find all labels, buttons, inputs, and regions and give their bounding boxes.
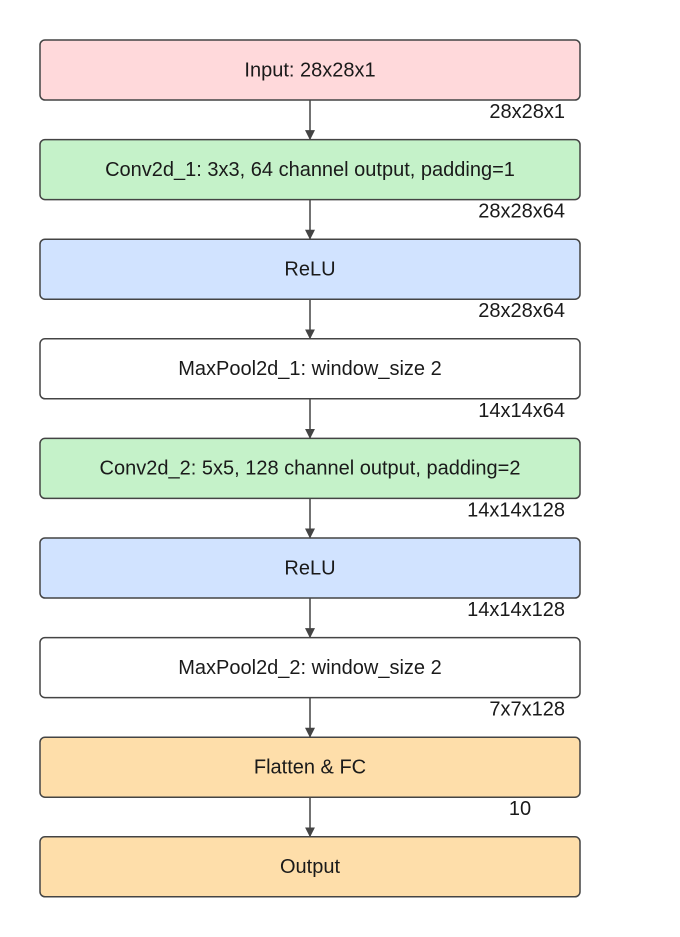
node-pool1: MaxPool2d_1: window_size 2 — [39, 338, 581, 400]
edge-fc-to-output: 10 — [305, 797, 531, 838]
node-label-conv2: Conv2d_2: 5x5, 128 channel output, paddi… — [100, 458, 521, 480]
node-pool2: MaxPool2d_2: window_size 2 — [39, 636, 581, 699]
node-fc: Flatten & FC — [39, 736, 581, 798]
node-label-fc: Flatten & FC — [254, 756, 366, 778]
edge-relu1-to-pool1: 28x28x64 — [305, 299, 565, 340]
node-box-relu2 — [39, 537, 581, 599]
node-box-output — [39, 836, 581, 898]
edge-pool1-to-conv2: 14x14x64 — [305, 398, 565, 439]
node-relu1: ReLU — [39, 238, 581, 300]
edge-label: 28x28x64 — [478, 300, 565, 322]
edge-label: 10 — [509, 798, 531, 820]
edges-layer: 28x28x1 28x28x64 28x28x64 14x14x64 14x14x128… — [305, 100, 565, 838]
node-box-fc — [39, 736, 581, 798]
edge-pool2-to-fc: 7x7x128 — [305, 697, 565, 738]
edge-label: 28x28x64 — [478, 201, 565, 223]
node-conv1: Conv2d_1: 3x3, 64 channel output, paddin… — [39, 138, 581, 201]
node-box-conv1 — [39, 138, 581, 201]
node-box-input — [39, 39, 581, 101]
node-relu2: ReLU — [39, 537, 581, 599]
node-input: Input: 28x28x1 — [39, 39, 581, 101]
node-conv2: Conv2d_2: 5x5, 128 channel output, paddi… — [39, 437, 581, 500]
node-label-relu1: ReLU — [284, 258, 335, 280]
edge-label: 14x14x64 — [478, 400, 565, 422]
edge-conv2-to-relu2: 14x14x128 — [305, 498, 565, 539]
edge-input-to-conv1: 28x28x1 — [305, 100, 565, 141]
node-label-pool2: MaxPool2d_2: window_size 2 — [178, 657, 442, 679]
node-output: Output — [39, 836, 581, 898]
edge-label: 28x28x1 — [489, 101, 565, 123]
edge-conv1-to-relu1: 28x28x64 — [305, 199, 565, 240]
node-box-pool1 — [39, 338, 581, 400]
node-label-relu2: ReLU — [284, 557, 335, 579]
node-label-conv1: Conv2d_1: 3x3, 64 channel output, paddin… — [105, 159, 515, 181]
node-label-output: Output — [280, 856, 340, 878]
edge-label: 14x14x128 — [467, 499, 565, 521]
edge-label: 14x14x128 — [467, 599, 565, 621]
node-box-pool2 — [39, 636, 581, 699]
node-box-relu1 — [39, 238, 581, 300]
node-box-conv2 — [39, 437, 581, 500]
edge-label: 7x7x128 — [489, 699, 565, 721]
node-label-input: Input: 28x28x1 — [244, 59, 375, 81]
node-label-pool1: MaxPool2d_1: window_size 2 — [178, 358, 442, 380]
edge-relu2-to-pool2: 14x14x128 — [305, 598, 565, 639]
